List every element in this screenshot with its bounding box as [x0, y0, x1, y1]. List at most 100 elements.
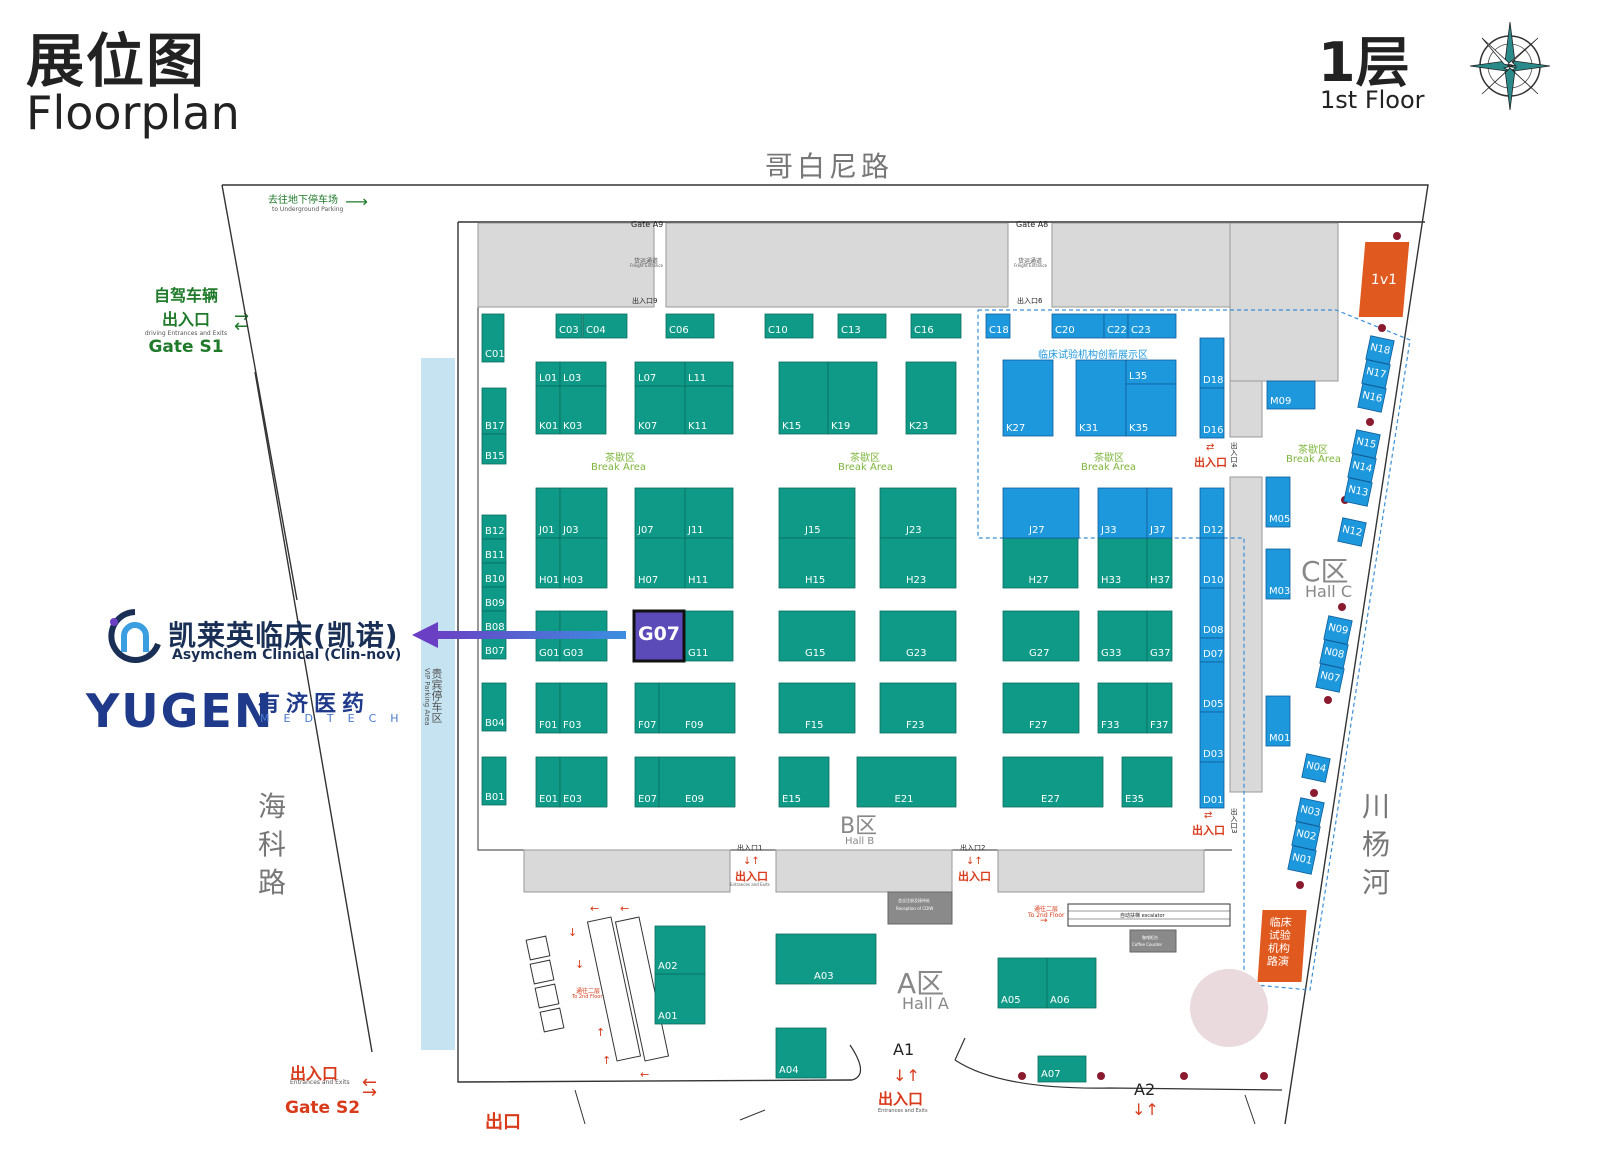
booth-label-g37: G37 — [1150, 648, 1171, 659]
booth-f03 — [559, 682, 608, 734]
booth-h03 — [559, 537, 608, 589]
booth-f15 — [778, 682, 856, 734]
booth-l35 — [1125, 359, 1177, 385]
booth-label-e03: E03 — [563, 794, 583, 805]
booth-label-g03: G03 — [563, 648, 584, 659]
booth-g37 — [1146, 610, 1173, 662]
booth-label-a05: A05 — [1001, 995, 1021, 1006]
gate-s2-en: Gate S2 — [285, 1098, 361, 1118]
booth-e35 — [1121, 756, 1173, 808]
booth-label-h37: H37 — [1150, 575, 1171, 586]
booth-a02 — [654, 925, 706, 975]
booth-label-a04: A04 — [779, 1065, 799, 1076]
two-way-arrow-icon: ↓↑ — [966, 856, 983, 867]
service-blocks — [477, 222, 1339, 1062]
booth-label-d05: D05 — [1203, 699, 1224, 710]
arrow-left-icon: ← — [620, 902, 630, 915]
booth-g07 — [632, 609, 686, 663]
arrow-left-icon: ← — [640, 1068, 650, 1081]
booth-k03 — [559, 385, 607, 435]
booth-label-k11: K11 — [688, 421, 708, 432]
yugen-name-cn: 有济医药 — [258, 692, 371, 717]
booth-c01 — [481, 313, 505, 363]
booth-label-b17: B17 — [485, 421, 505, 432]
booth-h15 — [778, 537, 856, 589]
booth-h07 — [634, 537, 686, 589]
road-east: 川杨河 — [1361, 790, 1390, 899]
booth-label-h15: H15 — [805, 575, 826, 586]
booth-g15 — [778, 610, 856, 662]
booth-label-f07: F07 — [638, 720, 657, 731]
booth-label-d12: D12 — [1203, 525, 1224, 536]
booth-label-h23: H23 — [906, 575, 927, 586]
booth-j15 — [778, 487, 856, 539]
booth-label-b08: B08 — [485, 622, 505, 633]
booth-label-j37: J37 — [1150, 525, 1166, 536]
vip-parking-area — [421, 358, 455, 1050]
asymchem-logo-icon — [108, 609, 161, 663]
booth-g23 — [879, 610, 957, 662]
booth-label-e01: E01 — [539, 794, 559, 805]
booth-label-g07: G07 — [637, 623, 681, 645]
booth-label-c23: C23 — [1131, 325, 1151, 336]
booth-label-l11: L11 — [688, 373, 707, 384]
booth-label-d03: D03 — [1203, 749, 1224, 760]
break-area-2-cn: 茶歇区 — [850, 453, 880, 464]
booth-label-b15: B15 — [485, 451, 505, 462]
booth-label-j07: J07 — [638, 525, 654, 536]
booth-label-c16: C16 — [914, 325, 934, 336]
two-way-arrow-icon: ↓↑ — [893, 1066, 920, 1085]
booth-k23 — [905, 361, 957, 435]
coffee-cn: 咖啡柜台 — [1142, 935, 1158, 940]
booth-b17 — [481, 387, 507, 435]
booth-label-g15: G15 — [805, 648, 826, 659]
one-v-one-booth: 1v1 — [1358, 242, 1410, 317]
break-area-1-cn: 茶歇区 — [605, 453, 635, 464]
booth-label-e07: E07 — [638, 794, 658, 805]
gate-s1-cn2: 出入口 — [161, 310, 210, 329]
booth-label-m03: M03 — [1269, 586, 1291, 597]
booth-e03 — [559, 756, 608, 808]
freight-entrance-a9-cn: 货运通道 — [634, 258, 659, 265]
booth-label-f09: F09 — [685, 720, 704, 731]
booth-f09 — [658, 682, 736, 734]
booth-d16 — [1199, 387, 1225, 439]
booth-e09 — [658, 756, 736, 808]
booth-label-f01: F01 — [539, 720, 558, 731]
booth-k27 — [1002, 359, 1054, 437]
escalator-label: 自动扶梯 escalator — [1120, 913, 1165, 919]
booth-j11 — [684, 487, 734, 539]
booth-l07 — [634, 361, 686, 387]
exit-4-cn: 出入口 — [1194, 456, 1227, 469]
bottom-exit-label: 出口 — [485, 1112, 521, 1133]
break-area-3-cn: 茶歇区 — [1094, 453, 1124, 464]
booth-label-h01: H01 — [539, 575, 560, 586]
booth-c18 — [985, 313, 1011, 339]
booth-label-b12: B12 — [485, 526, 505, 537]
arrow-up-icon: ↑ — [602, 1054, 612, 1067]
underground-parking-cn: 去往地下停车场 — [268, 195, 338, 206]
booth-h11 — [684, 537, 734, 589]
booth-h23 — [879, 537, 957, 589]
booth-label-j33: J33 — [1101, 525, 1117, 536]
booth-label-a03: A03 — [814, 971, 834, 982]
vip-parking-en: VIP Parking Area — [423, 668, 431, 726]
booth-label-j23: J23 — [906, 525, 922, 536]
booth-label-k03: K03 — [563, 421, 583, 432]
booth-b10 — [481, 562, 507, 588]
booth-e21 — [856, 756, 957, 808]
two-way-arrow-icon: ⇄ — [1204, 810, 1213, 821]
gate-s2-cn: 出入口 — [290, 1064, 339, 1083]
booth-label-e09: E09 — [685, 794, 705, 805]
booth-f37 — [1146, 682, 1173, 734]
booth-d08 — [1199, 587, 1225, 639]
booth-label-d08: D08 — [1203, 625, 1224, 636]
two-way-arrow-icon: ↓↑ — [1132, 1100, 1159, 1119]
arrow-down-icon: ↓ — [568, 926, 578, 939]
booth-label-e21: E21 — [894, 794, 914, 805]
roadshow-booth: 临床试验机构路演 — [1257, 910, 1307, 982]
booth-e01 — [535, 756, 561, 808]
floor-label-en: 1st Floor — [1320, 86, 1425, 114]
gate-s1-en-small: driving Entrances and Exits — [144, 330, 228, 337]
break-area-2-en: Break Area — [838, 462, 894, 473]
